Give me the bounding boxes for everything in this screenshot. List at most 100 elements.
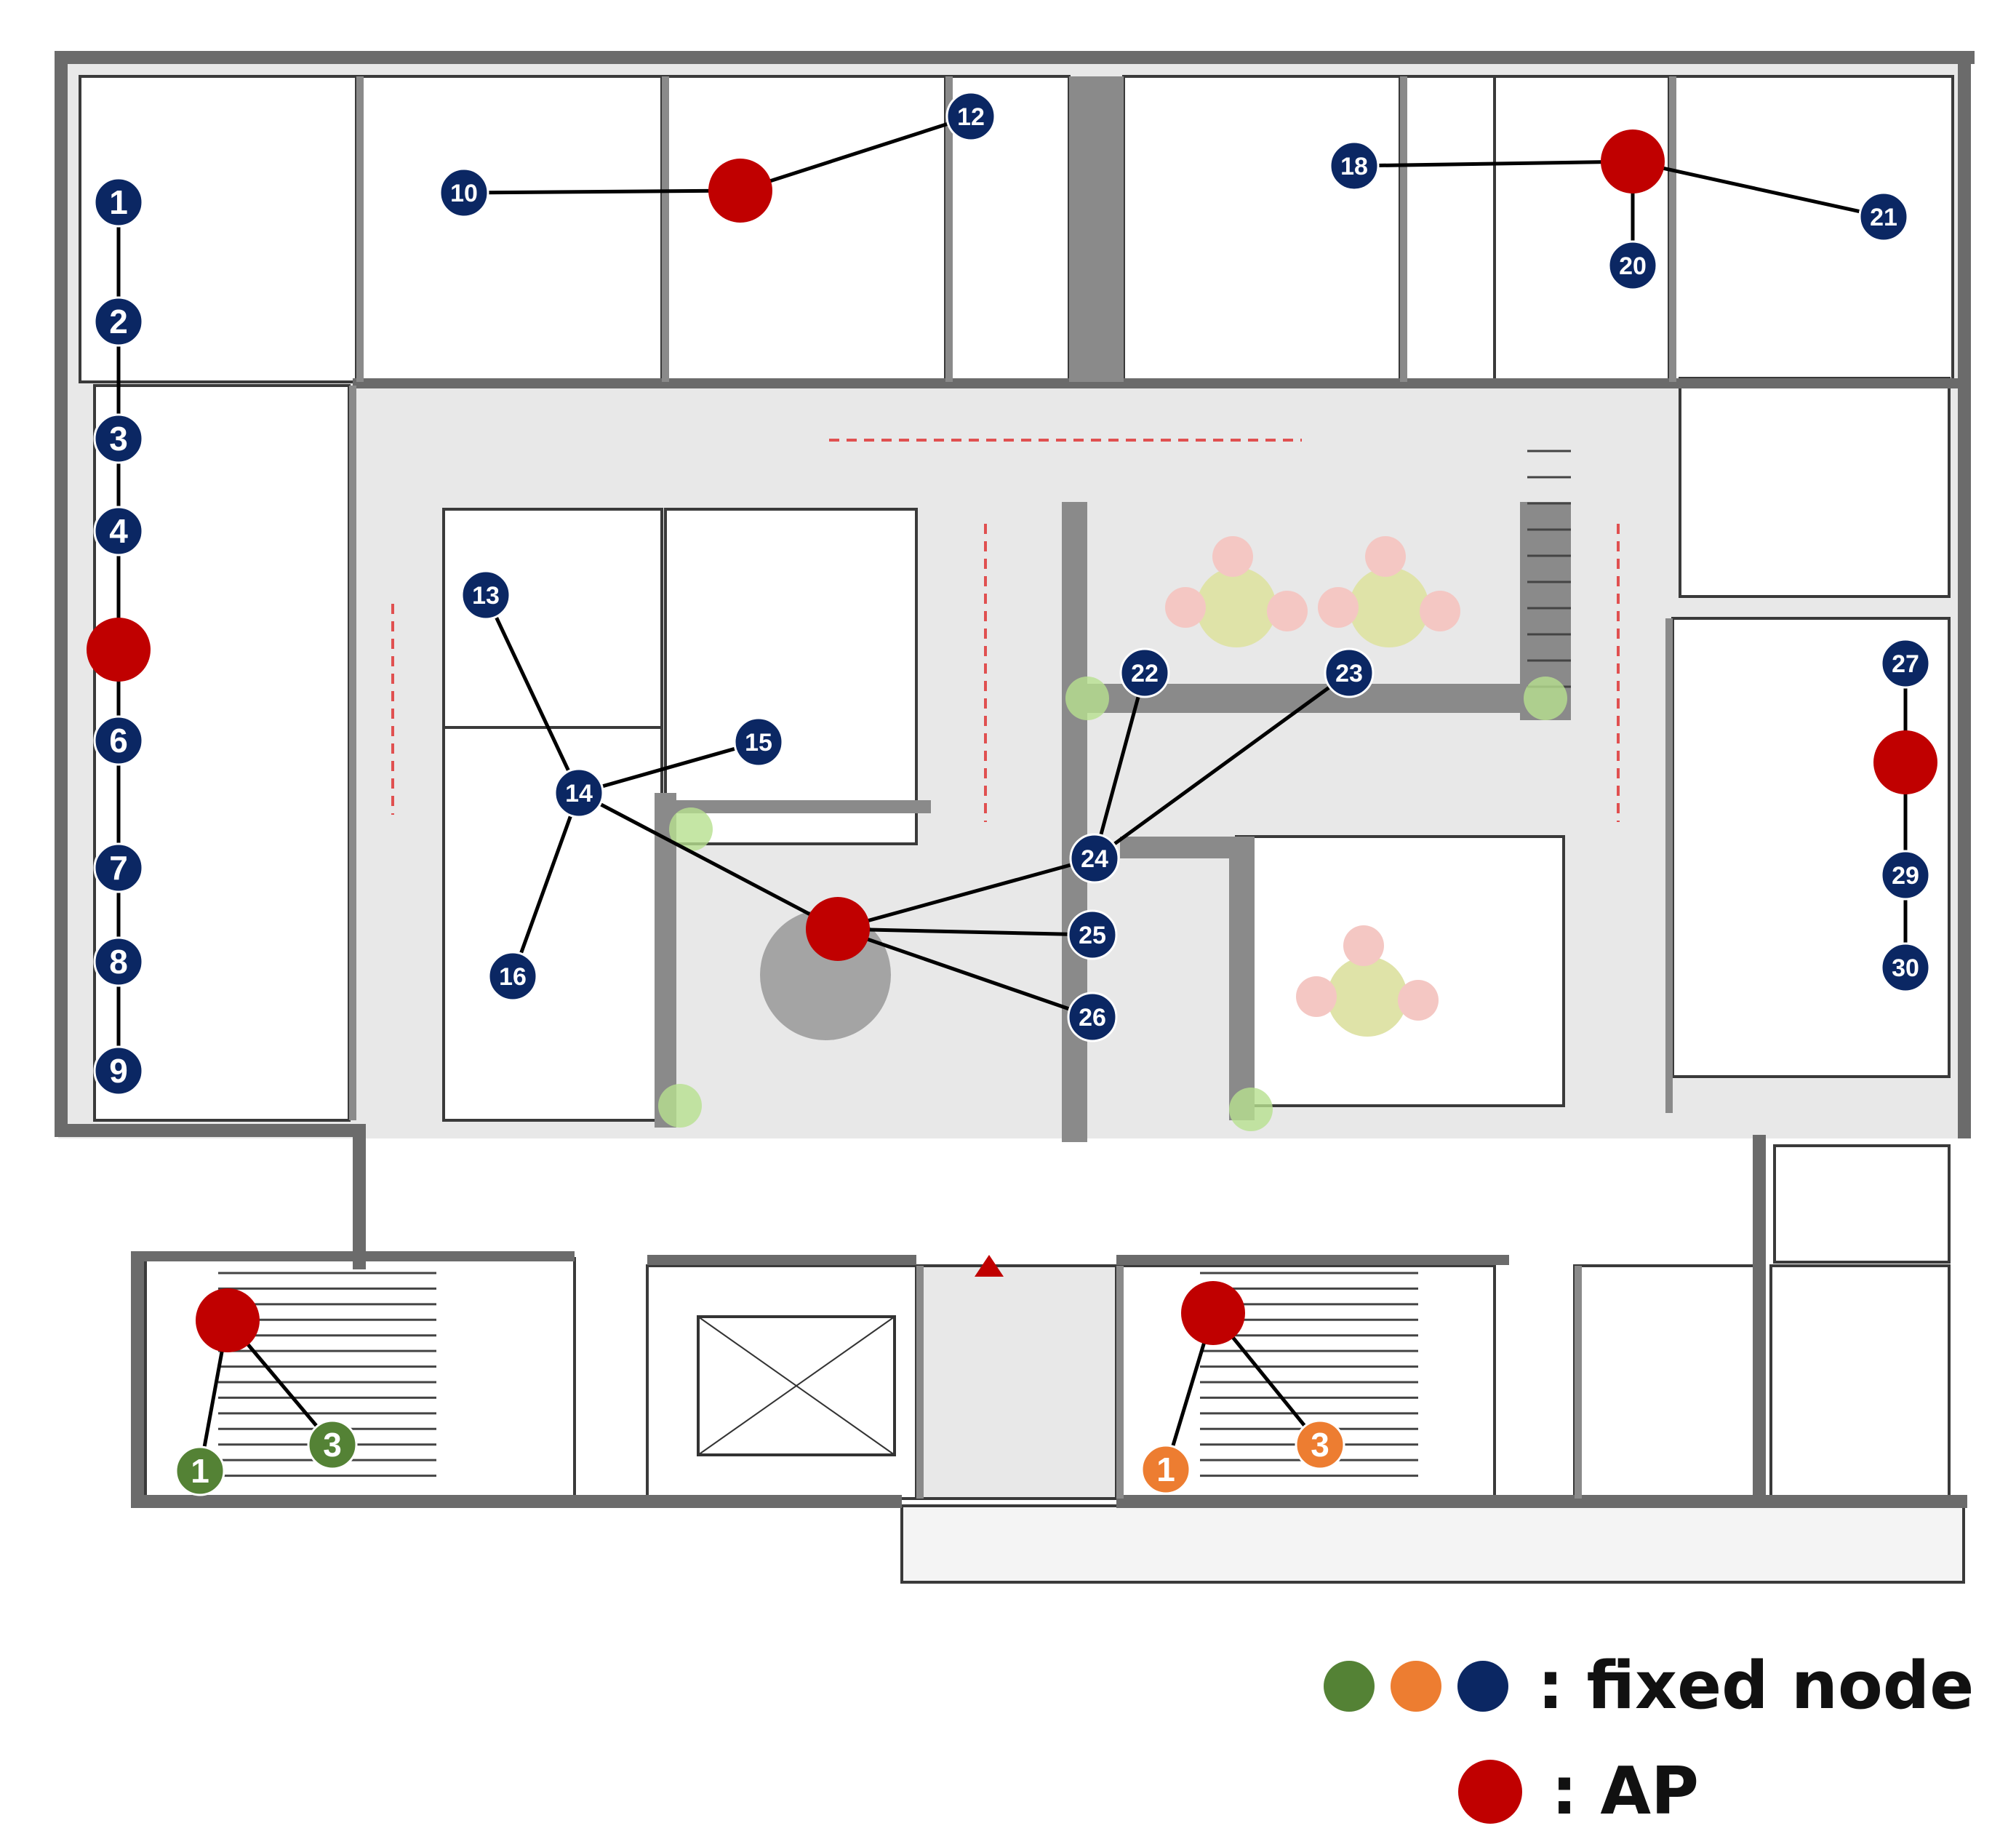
node-circle-n1 [93,177,144,228]
node-g1: 1 [175,1445,225,1496]
node-circle-n2 [93,296,144,347]
node-n1: 1 [93,177,144,228]
node-circle-n26 [1067,992,1118,1042]
node-n30: 30 [1880,942,1931,993]
lounge-chair-c-3 [1398,980,1439,1021]
wall-9 [353,1124,366,1269]
entrance-steps [900,1504,1965,1584]
node-n18: 18 [1329,140,1380,191]
partition-17 [1116,1266,1124,1499]
node-label-n21: 21 [1870,204,1897,231]
node-n22: 22 [1119,647,1170,698]
legend-ap: : AP [1458,1753,1699,1830]
lounge-chair-c-2 [1420,591,1460,631]
node-circle-n4 [93,506,144,557]
node-circle-n27 [1880,638,1931,689]
node-label-g3: 3 [323,1426,342,1464]
ap-ap-stair-left [196,1288,260,1352]
legend-ap-label: : AP [1551,1753,1699,1830]
wall-5 [131,1251,144,1506]
node-label-n12: 12 [957,103,985,131]
node-label-n2: 2 [109,303,128,340]
node-n15: 15 [733,717,784,767]
node-circle-n7 [93,842,144,893]
legend-orange-dot [1391,1660,1441,1712]
node-circle-g1 [175,1445,225,1496]
node-circle-n20 [1607,240,1658,291]
lounge-table-3 [1327,957,1407,1037]
node-label-g1: 1 [191,1452,209,1490]
wall-11 [131,1251,575,1261]
building-layout [55,51,1975,1584]
link-n14-n16 [511,792,581,977]
node-circle-o3 [1295,1419,1345,1470]
node-n12: 12 [945,91,996,142]
partition-6 [1669,76,1676,382]
node-circle-n6 [93,715,144,766]
room-3 [660,75,947,383]
node-n21: 21 [1858,191,1909,242]
node-n27: 27 [1880,638,1931,689]
partition-12 [669,800,931,813]
ap-ap-top1 [708,159,772,223]
node-circle-n12 [945,91,996,142]
node-n29: 29 [1880,850,1931,901]
link-n13-n14 [484,594,581,794]
node-label-n15: 15 [745,729,772,757]
lounge-chair-c-1 [1267,591,1308,631]
room-21 [1773,1144,1951,1264]
node-circle-n18 [1329,140,1380,191]
wall-2 [55,51,68,1135]
room-20 [1769,1264,1951,1500]
node-circle-n8 [93,936,144,987]
lounge-table-1 [1196,567,1276,647]
node-circle-n16 [487,951,538,1002]
plant-3 [1065,677,1109,720]
link-n24-n22 [1092,672,1147,859]
partition-10 [1229,837,1255,1120]
wall-7 [1116,1495,1967,1508]
partition-3 [945,76,953,382]
main-entrance-marker [975,1255,1004,1277]
node-n14: 14 [553,767,604,818]
lounge-table-2 [1349,567,1429,647]
room-19 [1573,1264,1758,1500]
node-label-n26: 26 [1079,1004,1106,1032]
ap-ap-top2 [1601,129,1665,194]
stairs-center [1527,450,1571,688]
lobby [915,1264,1118,1500]
ap-ap-right [1873,730,1937,794]
node-label-o3: 3 [1311,1426,1329,1464]
node-n13: 13 [460,570,511,621]
node-circle-n15 [733,717,784,767]
link-ap_center-n26 [837,927,1093,1019]
node-label-n1: 1 [109,183,128,221]
partition-2 [662,76,669,382]
node-label-n25: 25 [1079,922,1106,949]
link-ap_top1-n12 [740,114,972,193]
ap-ap-stair-right [1181,1281,1245,1345]
room-8 [1668,75,1954,383]
node-circle-n10 [439,167,489,218]
link-n14-n15 [578,740,759,795]
partition-11 [1665,618,1673,1113]
node-n25: 25 [1067,909,1118,960]
partition-5 [1400,76,1407,382]
wall-8 [353,378,1967,388]
node-label-n13: 13 [472,582,500,610]
node-label-n4: 4 [109,512,128,550]
node-circle-n21 [1858,191,1909,242]
wall-13 [1116,1255,1509,1265]
node-label-n8: 8 [109,943,128,981]
node-n26: 26 [1067,992,1118,1042]
link-n18-ap_top2 [1353,159,1633,168]
plant-4 [1524,677,1567,720]
wall-10 [1753,1135,1766,1499]
wall-3 [1958,51,1971,1138]
node-n10: 10 [439,167,489,218]
room-7 [1493,75,1671,383]
node-o3: 3 [1295,1419,1345,1470]
node-circle-n22 [1119,647,1170,698]
wall-12 [647,1255,916,1265]
wall-4 [55,1124,353,1137]
